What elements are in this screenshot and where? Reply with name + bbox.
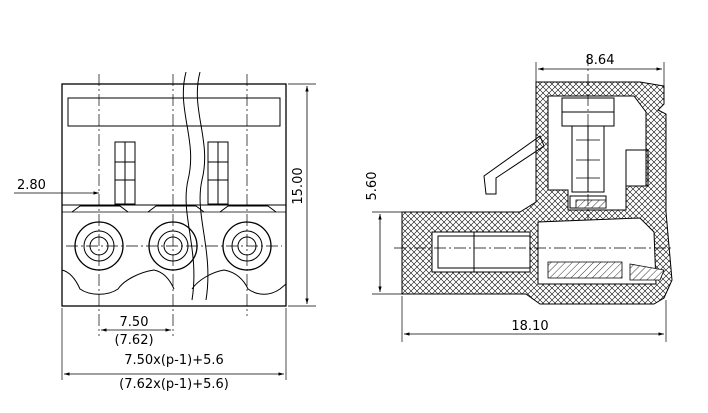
side-housing <box>401 81 673 305</box>
dim-pitch-alt-label: (7.62) <box>114 333 153 348</box>
screw-slot-2 <box>207 141 229 205</box>
dim-pitch: 7.50 (7.62) <box>101 315 171 348</box>
dim-18-10-label: 18.10 <box>511 319 548 334</box>
front-view: 2.80 15.00 7.50 (7.62) 7.50x(p-1)+5.6 (7… <box>14 71 316 392</box>
side-view: 8.64 5.60 18.10 <box>365 53 673 342</box>
dim-5-60: 5.60 <box>365 172 402 295</box>
dim-8-64-label: 8.64 <box>586 53 615 68</box>
contact-pin <box>437 235 531 269</box>
dim-5-60-label: 5.60 <box>365 172 380 201</box>
front-body-outline <box>61 83 287 307</box>
dim-2-80: 2.80 <box>14 178 99 195</box>
dim-15-00: 15.00 <box>288 83 316 307</box>
dim-pitch-label: 7.50 <box>120 315 149 330</box>
front-top-bar <box>67 97 281 127</box>
dim-2-80-label: 2.80 <box>17 178 46 193</box>
latch-arm <box>483 135 545 195</box>
dim-width-label: 7.50x(p-1)+5.6 <box>124 353 224 368</box>
dim-overall-width: 7.50x(p-1)+5.6 (7.62x(p-1)+5.6) <box>61 308 287 392</box>
screw-slot-1 <box>114 141 136 205</box>
dim-width-alt-label: (7.62x(p-1)+5.6) <box>119 377 229 392</box>
dim-18-10: 18.10 <box>401 296 667 342</box>
break-line <box>182 71 195 301</box>
dim-8-64: 8.64 <box>535 53 665 86</box>
dim-15-00-label: 15.00 <box>291 167 306 204</box>
